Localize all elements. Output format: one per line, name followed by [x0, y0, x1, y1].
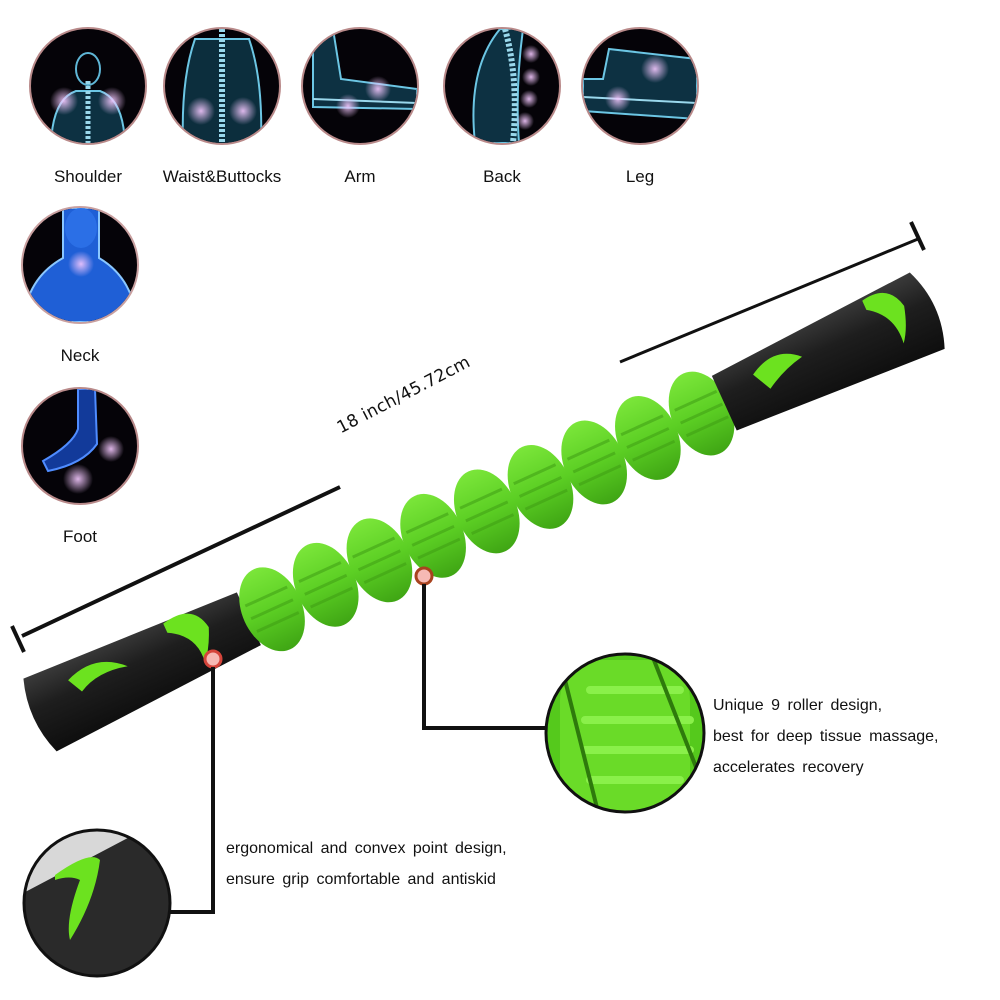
- body-part-neck: Neck: [15, 206, 145, 366]
- callout-line: best for deep tissue massage,: [713, 728, 939, 745]
- roller-detail-zoom: [544, 652, 706, 814]
- handle-callout-text: ergonomical and convex point design, ens…: [226, 833, 507, 895]
- body-part-label: Foot: [62, 527, 98, 546]
- roller-marker-dot: [414, 566, 434, 586]
- body-part-waist-buttocks: Waist&Buttocks: [157, 27, 287, 187]
- handle-connector-line: [170, 667, 215, 914]
- body-part-foot: Foot: [15, 387, 145, 547]
- waist-buttocks-xray-icon: [163, 27, 281, 145]
- left-handle: [23, 592, 261, 752]
- callout-line: accelerates recovery: [713, 759, 864, 776]
- right-handle: [711, 272, 945, 431]
- body-part-label: Neck: [60, 346, 100, 365]
- callout-line: ergonomical and convex point design,: [226, 840, 507, 857]
- body-part-shoulder: Shoulder: [23, 27, 153, 187]
- massage-stick: [23, 272, 945, 752]
- roller-connector-line: [422, 584, 550, 730]
- body-part-leg: Leg: [575, 27, 705, 187]
- body-part-label: Shoulder: [53, 167, 123, 186]
- dimension-line-right: [619, 221, 926, 364]
- body-part-label: Waist&Buttocks: [162, 167, 282, 186]
- roller-group: [239, 371, 735, 652]
- body-part-label: Arm: [344, 167, 376, 186]
- callout-line: ensure grip comfortable and antiskid: [226, 871, 496, 888]
- body-part-label: Leg: [625, 167, 655, 186]
- body-part-arm: Arm: [295, 27, 425, 187]
- arm-xray-icon: [301, 27, 419, 145]
- body-part-back: Back: [437, 27, 567, 187]
- handle-detail-zoom: [22, 828, 172, 978]
- leg-xray-icon: [581, 27, 699, 145]
- body-part-label: Back: [483, 167, 521, 186]
- back-xray-icon: [443, 27, 561, 145]
- neck-xray-icon: [21, 206, 139, 324]
- roller-callout-text: Unique 9 roller design, best for deep ti…: [713, 690, 938, 783]
- shoulder-xray-icon: [29, 27, 147, 145]
- callout-line: Unique 9 roller design,: [713, 697, 883, 714]
- foot-xray-icon: [21, 387, 139, 505]
- handle-marker-dot: [203, 649, 223, 669]
- dimension-line-left: [10, 485, 341, 653]
